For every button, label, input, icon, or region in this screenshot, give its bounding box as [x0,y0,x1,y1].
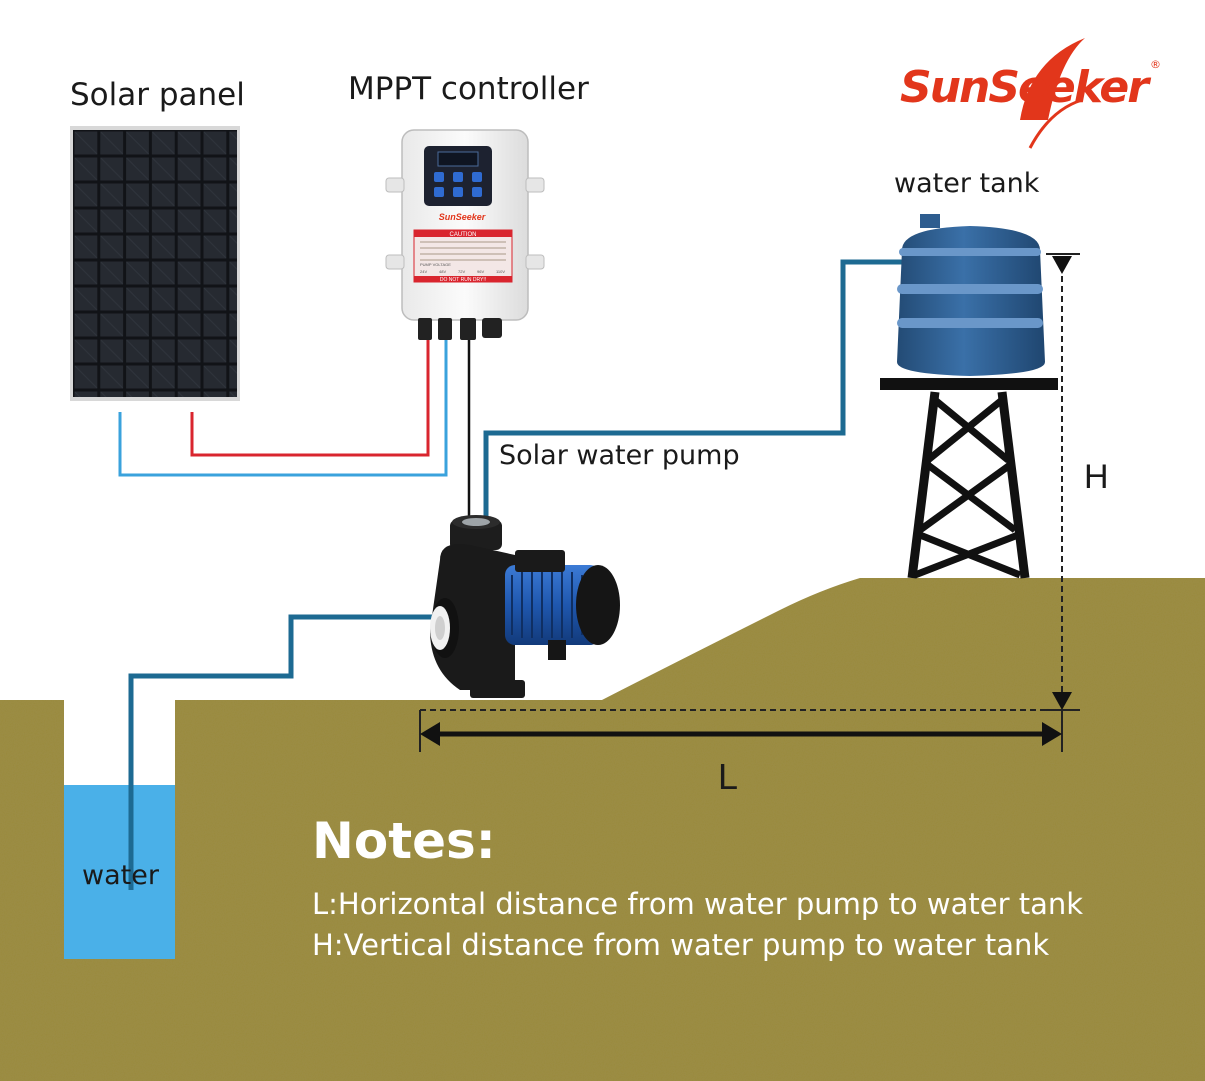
ground [0,578,1205,1081]
solar-panel-graphic [70,126,240,401]
dry-run-warning: DO NOT RUN DRY!! [440,277,486,283]
notes-title: Notes: [312,812,496,870]
voltage-option: 24V [420,269,427,274]
notes-line-horizontal: L:Horizontal distance from water pump to… [312,887,1084,921]
solar-panel-label: Solar panel [70,77,245,113]
wire-red [190,338,430,457]
voltage-option: 96V [477,269,484,274]
length-label: L [718,756,739,797]
tank-tower [880,378,1058,579]
brand-logo: SunSeeker® [900,58,1161,113]
solar-water-pump-label: Solar water pump [499,440,740,471]
caution-label: CAUTION [450,232,477,238]
mppt-controller-graphic: SunSeeker CAUTION PUMP VOLTAGE 24V 48V 72V… [385,129,545,340]
water-label: water [82,860,159,891]
voltage-option: 48V [439,269,446,274]
logo-swoosh [1020,38,1085,120]
water-tank-graphic [897,214,1045,376]
length-dimension [419,709,1063,752]
controller-brand-mark: SunSeeker [439,212,486,222]
water-tank-label: water tank [894,168,1040,199]
height-label: H [1084,458,1109,496]
suction-pipe [128,614,440,890]
pump-voltage-title: PUMP VOLTAGE [420,262,451,267]
registered-mark: ® [1149,58,1161,72]
pump-graphic [430,515,620,698]
voltage-option: 72V [458,269,465,274]
wire-blue [118,338,448,477]
brand-name: SunSeeker [900,62,1149,113]
well-water [64,785,175,959]
notes-line-vertical: H:Vertical distance from water pump to w… [312,928,1050,962]
delivery-pipe [483,259,902,520]
voltage-option: 110V [496,269,505,274]
mppt-controller-label: MPPT controller [348,71,589,107]
